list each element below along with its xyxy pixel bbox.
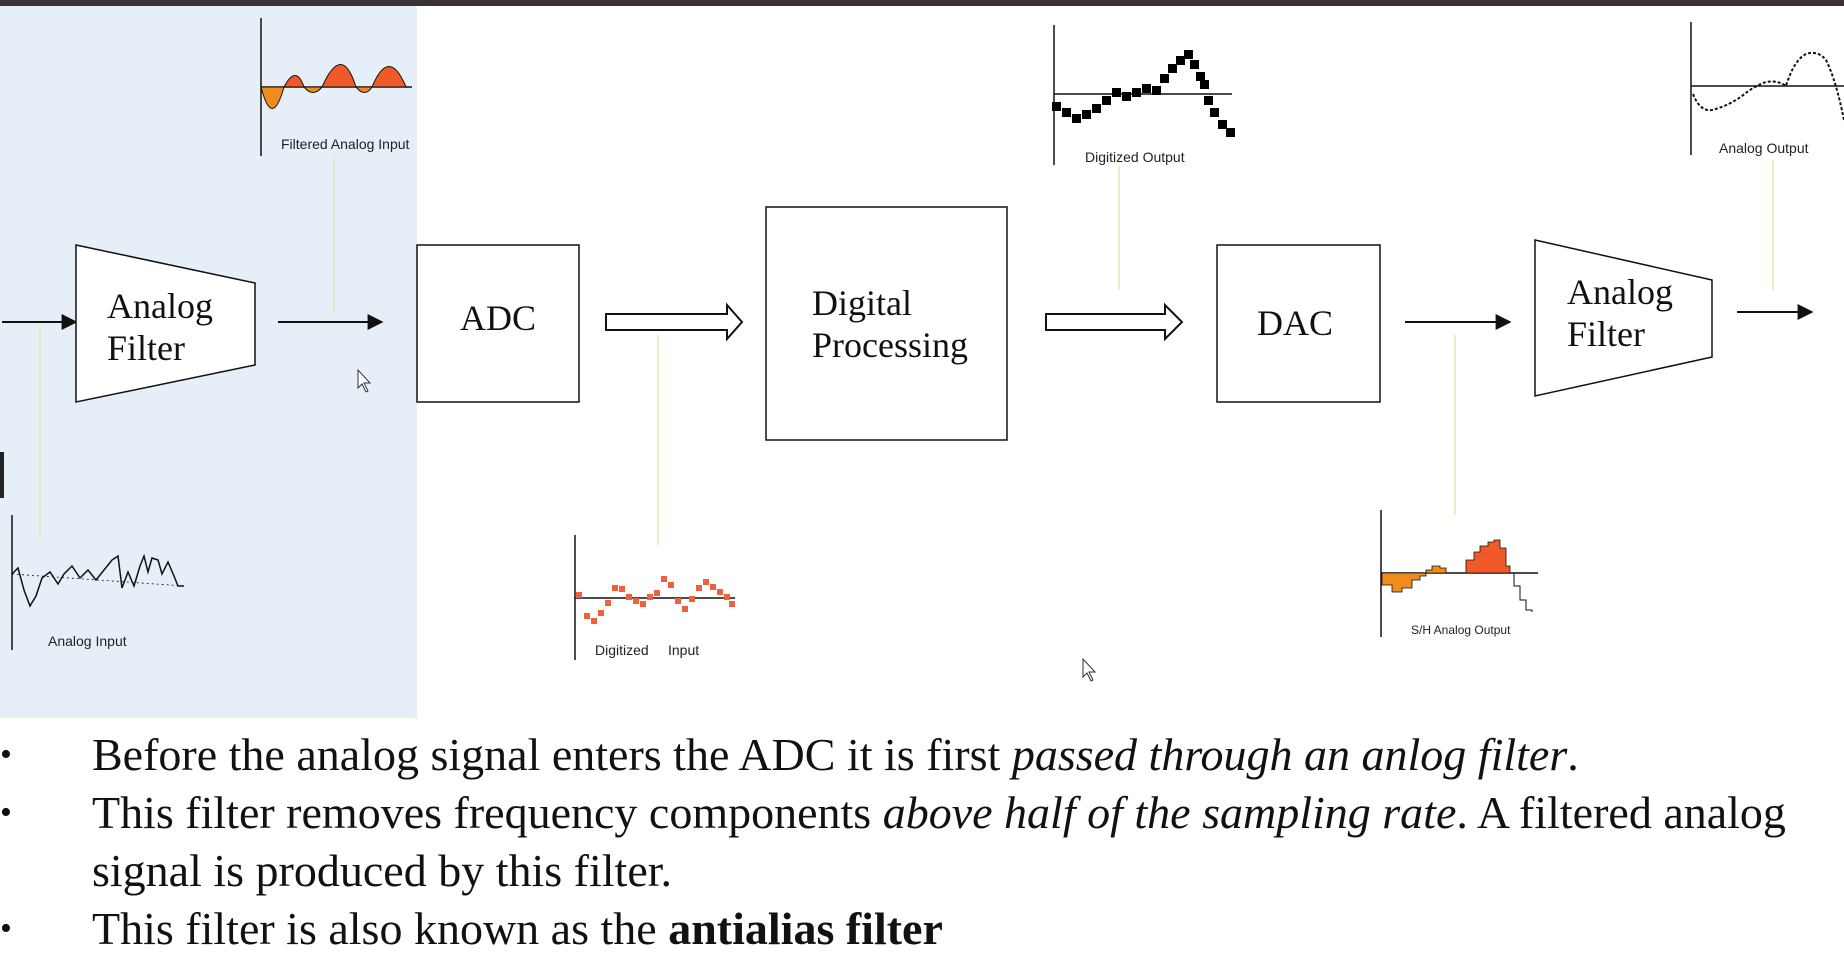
analog-input-plot: Analog Input [11, 515, 185, 650]
digitized-input-label-2: Input [668, 642, 699, 658]
signal-chain-diagram: Analog Filter ADC Digital Processing DAC… [0, 18, 1844, 682]
adc-to-dsp-arrow [605, 302, 744, 342]
leader-lines [39, 155, 1774, 545]
digitized-input-samples [576, 576, 735, 624]
dsp-to-dac-arrow [1045, 302, 1184, 342]
adc-label: ADC [460, 298, 536, 338]
adc-block: ADC [416, 244, 580, 403]
digital-processing-label-1: Digital [812, 283, 912, 323]
analog-filter-in-block: Analog Filter [75, 244, 256, 403]
bullet-dot: • [0, 794, 12, 831]
digitized-output-label: Digitized Output [1085, 149, 1185, 165]
bullet-text: This filter removes frequency components [92, 787, 883, 838]
bullet-text: This filter is also known as the [92, 903, 669, 954]
bullet-list: • Before the analog signal enters the AD… [0, 726, 1844, 958]
bullet-item: • This filter is also known as the antia… [0, 900, 1844, 958]
digitized-input-label-1: Digitized [595, 642, 649, 658]
sh-analog-output-label: S/H Analog Output [1411, 623, 1511, 637]
left-edge-marker [0, 452, 4, 498]
bullet-strong: antialias filter [668, 903, 943, 954]
analog-output-plot: Analog Output [1690, 22, 1844, 156]
digital-processing-block: Digital Processing [765, 206, 1008, 441]
analog-filter-out-block: Analog Filter [1534, 239, 1713, 397]
bullet-text: . A filtered analog signal is produced b… [92, 787, 1786, 896]
analog-filter-out-label-1: Analog [1567, 272, 1673, 312]
bullet-emphasis: passed through an anlog filter [1011, 729, 1568, 780]
bullet-dot: • [0, 910, 12, 947]
dac-label: DAC [1257, 303, 1333, 343]
bullet-item: • Before the analog signal enters the AD… [0, 726, 1844, 784]
bullet-text: Before the analog signal enters the ADC … [92, 729, 1012, 780]
filtered-analog-input-label: Filtered Analog Input [281, 136, 410, 152]
bullet-dot: • [0, 736, 12, 773]
bullet-emphasis: above half of the sampling rate [882, 787, 1457, 838]
mouse-cursor-icon-2 [1082, 657, 1097, 682]
analog-output-label: Analog Output [1719, 140, 1809, 156]
analog-filter-out-label-2: Filter [1567, 314, 1645, 354]
bullet-text: . [1567, 729, 1579, 780]
dac-block: DAC [1216, 244, 1381, 403]
digitized-output-samples [1052, 50, 1235, 137]
analog-filter-in-label-2: Filter [107, 328, 185, 368]
digital-processing-label-2: Processing [812, 325, 968, 365]
top-window-edge [0, 0, 1844, 6]
digitized-output-plot: Digitized Output [1052, 25, 1235, 165]
mouse-cursor-icon [357, 368, 372, 393]
digitized-input-plot: Digitized Input [574, 535, 735, 660]
analog-input-label: Analog Input [48, 633, 127, 649]
analog-filter-in-label-1: Analog [107, 286, 213, 326]
sh-analog-output-plot: S/H Analog Output [1380, 510, 1538, 637]
bullet-item: • This filter removes frequency componen… [0, 784, 1844, 900]
filtered-analog-input-plot: Filtered Analog Input [260, 18, 412, 156]
